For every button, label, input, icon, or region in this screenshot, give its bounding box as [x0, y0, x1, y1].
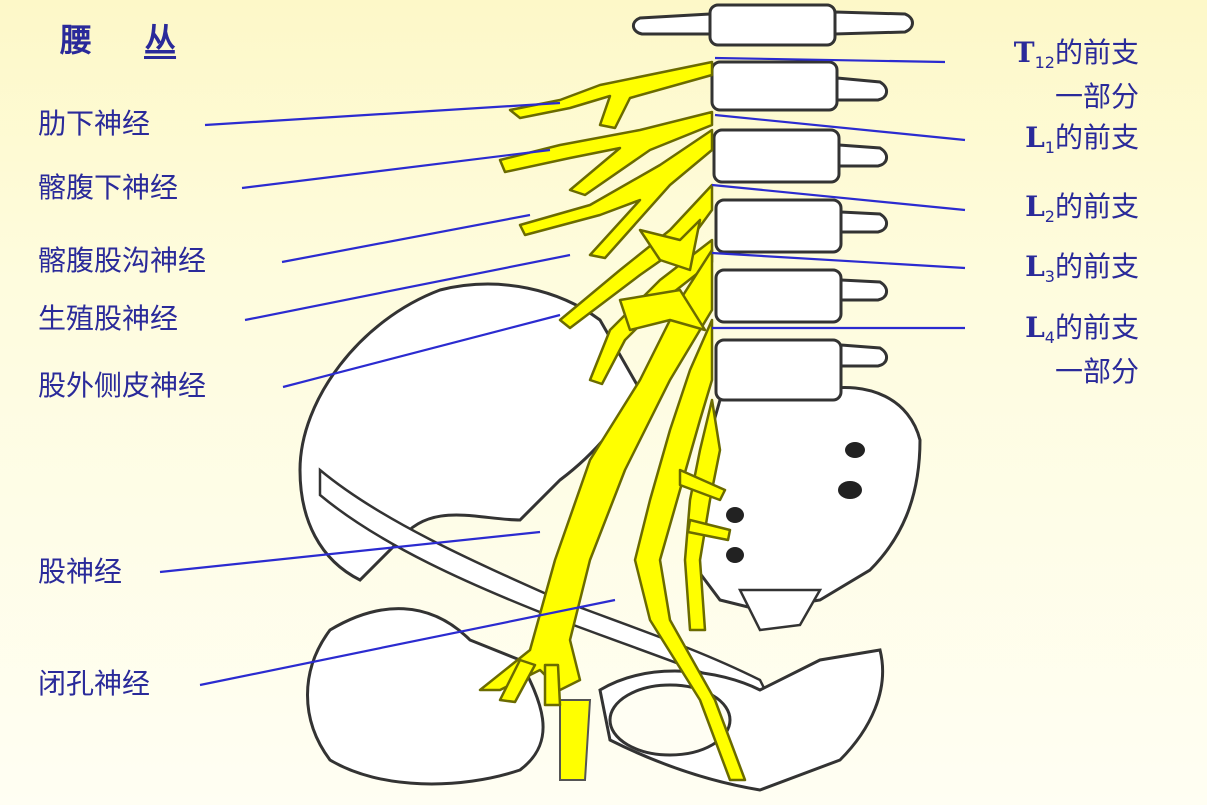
obturator-nerve	[633, 318, 747, 782]
label-lateral-femoral-cutaneous-nerve: 股外侧皮神经	[38, 369, 207, 402]
leader-l1	[714, 113, 966, 142]
label-t12-text: 的前支	[1054, 36, 1139, 69]
label-t12-anterior-branch: T12的前支 一部分	[1014, 36, 1139, 114]
title-word-1: 腰	[60, 21, 93, 59]
sacral-foramina	[726, 442, 865, 563]
label-l2-anterior-branch: L2的前支	[1025, 190, 1139, 234]
diagram-title: 腰丛	[60, 22, 176, 58]
label-l1-text: 的前支	[1054, 121, 1139, 154]
coccyx	[737, 588, 823, 632]
label-subcostal-nerve: 肋下神经	[38, 107, 151, 140]
iliohypogastric-nerve	[498, 110, 714, 197]
leader-t12	[714, 56, 946, 64]
label-t12-line2: 一部分	[1054, 80, 1139, 113]
title-word-2: 丛	[144, 21, 177, 59]
label-l4-line2: 一部分	[1054, 355, 1139, 388]
vertebral-column	[632, 3, 914, 402]
leader-l2	[711, 183, 966, 212]
label-l4-text: 的前支	[1054, 311, 1139, 344]
label-ilioinguinal-nerve: 髂腹股沟神经	[38, 244, 207, 277]
leader-subcostal	[204, 101, 561, 127]
label-l2-text: 的前支	[1054, 190, 1139, 223]
label-l3-code: L	[1025, 250, 1045, 283]
label-l3-text: 的前支	[1054, 250, 1139, 283]
leader-iliohypogastric	[241, 148, 551, 190]
label-l4-sub: 4	[1044, 328, 1055, 347]
label-l1-anterior-branch: L1的前支	[1025, 121, 1139, 165]
subcostal-nerve	[508, 60, 714, 130]
pubis	[306, 607, 545, 786]
label-t12-sub: 12	[1034, 53, 1055, 72]
label-obturator-nerve: 闭孔神经	[38, 667, 151, 700]
label-genitofemoral-nerve: 生殖股神经	[38, 302, 179, 335]
left-leader-lines	[159, 101, 616, 687]
label-l3-sub: 3	[1044, 267, 1055, 286]
leader-femoral	[159, 530, 541, 574]
ilioinguinal-nerve	[518, 128, 714, 260]
label-l4-code: L	[1025, 311, 1045, 344]
label-l2-sub: 2	[1044, 207, 1055, 226]
label-l1-code: L	[1025, 121, 1045, 154]
vessel-stub	[559, 699, 592, 781]
label-iliohypogastric-nerve: 髂腹下神经	[38, 171, 179, 204]
leader-l3	[711, 251, 966, 270]
right-leader-lines	[711, 56, 966, 330]
label-l2-code: L	[1025, 190, 1045, 223]
leader-genitofemoral	[244, 253, 571, 322]
nerve-loop-b	[618, 288, 707, 332]
label-t12-code: T	[1013, 36, 1035, 69]
leader-ilioinguinal	[281, 213, 531, 264]
nerve-bundles	[478, 60, 747, 782]
femoral-nerve	[478, 248, 714, 692]
lumbosacral-trunk	[683, 398, 722, 632]
label-femoral-nerve: 股神经	[38, 555, 123, 588]
label-l4-anterior-branch: L4的前支 一部分	[1025, 311, 1139, 389]
sacral-branches	[678, 468, 732, 542]
nerve-loop-a	[638, 218, 702, 272]
label-l3-anterior-branch: L3的前支	[1025, 250, 1139, 294]
leader-lateral-femoral	[282, 313, 561, 389]
label-l1-sub: 1	[1044, 138, 1055, 157]
sacrum	[688, 385, 922, 612]
femoral-nerve-branches	[498, 658, 562, 707]
leader-obturator	[199, 598, 616, 687]
